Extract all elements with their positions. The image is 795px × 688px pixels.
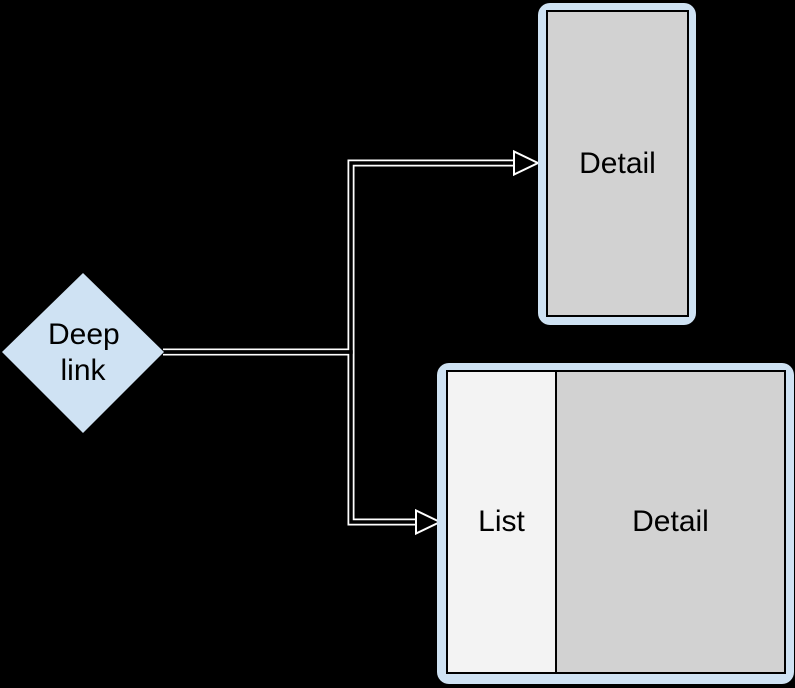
detail-screen-panel: Detail <box>546 10 689 317</box>
list-detail-split: List Detail <box>446 370 786 674</box>
connector-to-list-detail-casing <box>163 348 427 526</box>
arrowhead-to-list-detail-icon <box>415 508 443 536</box>
list-detail-screen-frame: List Detail <box>437 363 794 684</box>
list-panel-label: List <box>478 505 525 538</box>
connector-to-detail-casing <box>163 159 524 356</box>
deep-link-label: Deep link <box>48 318 120 387</box>
detail-screen-frame: Detail <box>538 3 696 325</box>
connector-to-detail-core <box>163 161 524 354</box>
list-panel: List <box>446 370 557 674</box>
detail-panel-label: Detail <box>632 505 709 538</box>
connector-to-list-detail-core <box>163 350 427 524</box>
detail-screen-label: Detail <box>579 146 656 180</box>
detail-panel: Detail <box>555 370 786 674</box>
arrowhead-to-detail-icon <box>513 149 541 177</box>
deep-link-diamond <box>2 273 164 433</box>
